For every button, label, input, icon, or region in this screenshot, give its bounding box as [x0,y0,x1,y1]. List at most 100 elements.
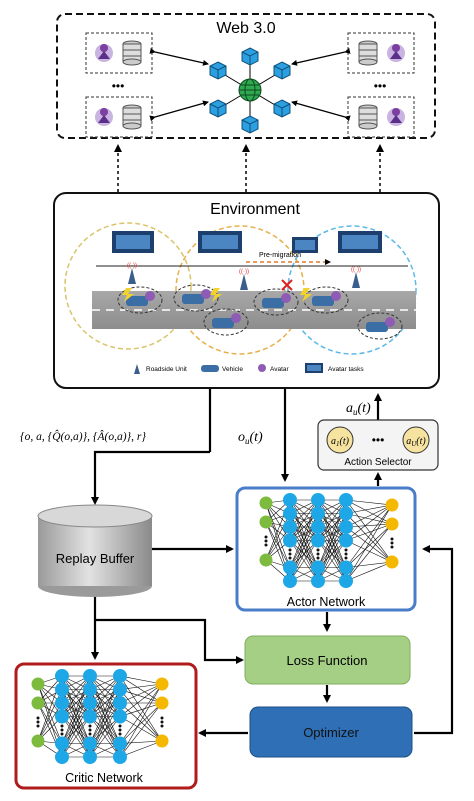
network-edge [61,716,91,758]
critic-network: Critic Network [14,662,198,790]
hidden-node [283,574,297,588]
legend-roadside-unit: Roadside Unit [146,366,187,373]
ellipsis-dot [36,716,40,720]
hidden-node [283,520,297,534]
ellipsis-dot [118,724,122,728]
network-edge [345,526,393,563]
svg-text:((·)): ((·)) [351,267,361,273]
network-edge [37,683,63,744]
network-edge [317,540,347,582]
ellipsis-dot [60,724,64,728]
hidden-node [339,574,353,588]
hidden-node [339,533,353,548]
ellipsis-dot [344,552,348,556]
ellipsis-dot [60,732,64,736]
ellipsis-dot [160,720,164,724]
selector-dots: ••• [372,433,385,447]
output-node [385,555,399,569]
optimizer-label: Optimizer [303,725,359,740]
lightning-icons [122,288,312,302]
web3-dots-right: ••• [374,79,387,93]
network-edge [119,740,163,758]
database-icon [122,40,142,66]
network-edge [89,716,121,758]
hidden-node [55,682,69,697]
hidden-node [311,520,325,534]
hidden-node [55,736,69,751]
network-edge [317,499,347,541]
network-edge [265,502,291,541]
network-edge [345,499,393,525]
network-edge [345,523,393,568]
network-edge [119,689,163,704]
roadside-unit-icon: ((·)) [127,263,137,284]
network-edge [345,523,393,582]
legend-avatar: Avatar [270,366,290,373]
hidden-node [83,709,97,724]
network-edge [119,689,163,742]
hidden-node [283,533,297,548]
network-edge [89,675,121,717]
hidden-node [283,506,297,521]
avatar-task-screen [292,237,318,253]
block-cube-icon [273,99,291,118]
observation-label: ou(t) [238,430,263,446]
network-edge [119,683,163,717]
vehicle-with-avatar [173,284,219,312]
ellipsis-dot [88,728,92,732]
ellipsis-dot [390,537,394,541]
output-node [385,517,399,531]
network-edge [289,540,319,582]
roadside-unit-icon: ((·)) [239,269,249,290]
hidden-node [339,560,353,575]
web3-dots-left: ••• [112,79,125,93]
block-cube-icon [241,115,259,134]
database-icon [358,40,378,66]
database-icon [122,104,142,130]
roadside-unit-icon [134,364,140,374]
selector-au: aU(t) [406,436,426,448]
ellipsis-dot [36,720,40,724]
ellipsis-dot [390,545,394,549]
hidden-node [283,493,297,507]
hidden-node [83,696,97,710]
hidden-node [55,750,69,764]
ellipsis-dot [264,539,268,543]
action-label: au(t) [346,401,371,417]
action-selector: a1(t) ••• aU(t) Action Selector [317,419,439,471]
network-edge [119,683,163,690]
roadside-unit-icon: ((·)) [351,267,361,288]
environment-title: Environment [210,201,300,218]
hidden-node [311,560,325,575]
pre-migration-label: Pre-migration [259,252,301,259]
hidden-node [113,750,127,764]
network-edge [119,702,163,717]
network-edge [119,675,163,704]
ellipsis-dot [118,728,122,732]
loss-function-box: Loss Function [244,635,411,685]
legend-avatar-tasks: Avatar tasks [328,366,364,373]
network-edge [345,513,393,563]
network-edge [345,561,393,582]
network-edge [119,683,163,744]
network-edge [119,675,163,685]
avatar-icon [387,44,405,62]
hidden-node [83,750,97,764]
optimizer-box: Optimizer [249,706,413,758]
hidden-node [311,533,325,548]
network-edge [345,540,393,563]
output-node [155,734,169,748]
ellipsis-dot [390,541,394,545]
hidden-node [55,696,69,710]
network-edge [265,521,291,568]
vehicle-icon [201,365,219,372]
network-edge [289,499,319,541]
vehicle-with-avatar [117,286,163,314]
coverage-circle [287,225,417,355]
network-edge [37,702,63,742]
ellipsis-dot [264,543,268,547]
ellipsis-dot [288,552,292,556]
web3-title: Web 3.0 [216,20,275,37]
network-edge [345,504,393,568]
